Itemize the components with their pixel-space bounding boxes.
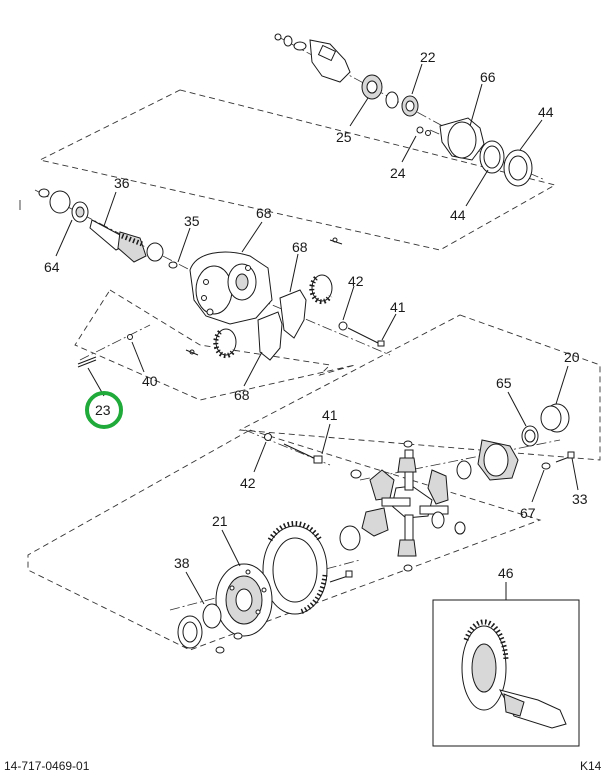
yoke-assembly [274,33,533,187]
callout-35: 35 [184,213,200,229]
callout-22: 22 [420,49,436,65]
callout-44-top: 44 [538,104,554,120]
callout-66: 66 [480,69,496,85]
callout-41-top: 41 [390,299,406,315]
outline-top-group [38,89,557,251]
callout-68-mid: 68 [292,239,308,255]
ring-gear-and-case [215,521,353,654]
bearing-caps [185,237,385,361]
callout-68-top: 68 [256,205,272,221]
outline-bottom-group [27,429,542,651]
callout-20: 20 [564,349,580,365]
callout-23: 23 [95,402,111,418]
callout-40: 40 [142,373,158,389]
outline-middle-group [74,289,356,401]
drawing-number: 14-717-0469-01 [4,759,90,773]
callout-24: 24 [390,165,406,181]
leader-lines [55,63,579,605]
callout-labels: 22 66 44 25 24 44 36 64 35 68 68 42 41 4… [44,49,588,581]
inset-ring-pinion [432,599,580,747]
outline-lower-right-group [238,314,601,461]
lower-bolt [264,433,323,464]
differential-gears [339,440,466,572]
group-outlines [19,89,601,651]
callout-46: 46 [498,565,514,581]
callout-67: 67 [520,505,536,521]
callout-68-low: 68 [234,387,250,403]
pin-and-washer [77,334,133,368]
callout-36: 36 [114,175,130,191]
sheet-code: K14 [580,759,602,773]
callout-21: 21 [212,513,228,529]
callout-41-low: 41 [322,407,338,423]
footer: 14-717-0469-01 K14 [4,759,602,773]
pinion-gear [38,188,178,269]
case-bearing [177,603,222,649]
callout-38: 38 [174,555,190,571]
side-bearing [456,403,575,481]
callout-25: 25 [336,129,352,145]
callout-64: 64 [44,259,60,275]
callout-42-top: 42 [348,273,364,289]
carrier-housing [189,251,273,325]
callout-33: 33 [572,491,588,507]
callout-23-highlight-ring [85,391,123,429]
callout-65: 65 [496,375,512,391]
callout-44-bottom: 44 [450,207,466,223]
callout-42-low: 42 [240,475,256,491]
